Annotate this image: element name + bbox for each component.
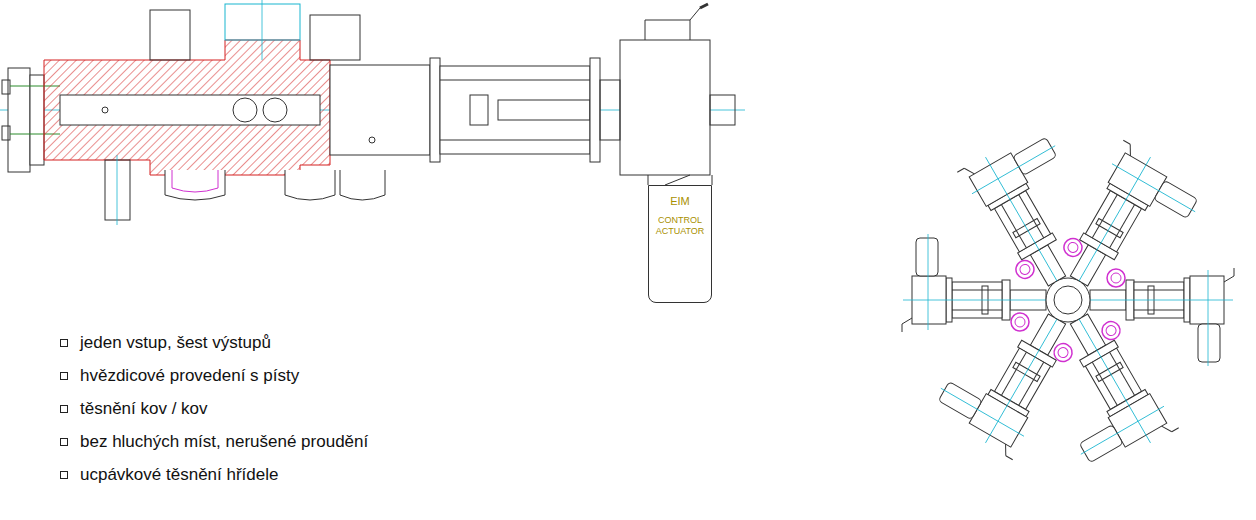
bullet-square xyxy=(60,438,68,446)
feature-bullet: bez hluchých míst, nerušené proudění xyxy=(58,432,368,452)
feature-bullet: hvězdicové provedení s písty xyxy=(58,366,299,386)
feature-text: ucpávkové těsnění hřídele xyxy=(80,465,278,484)
bullet-square xyxy=(60,471,68,479)
feature-bullet: jeden vstup, šest výstupů xyxy=(58,333,271,353)
bullet-square xyxy=(60,339,68,347)
bullet-square xyxy=(60,372,68,380)
feature-text: těsnění kov / kov xyxy=(80,399,208,418)
feature-bullet: ucpávkové těsnění hřídele xyxy=(58,465,278,485)
feature-text: bez hluchých míst, nerušené proudění xyxy=(80,432,368,451)
actuator-body: EIM CONTROL ACTUATOR xyxy=(648,185,712,303)
brand-text: EIM xyxy=(652,196,708,207)
actuator-text: CONTROL ACTUATOR xyxy=(652,215,708,237)
feature-text: jeden vstup, šest výstupů xyxy=(80,333,271,352)
feature-bullet: těsnění kov / kov xyxy=(58,399,208,419)
feature-text: hvězdicové provedení s písty xyxy=(80,366,299,385)
bullet-square xyxy=(60,405,68,413)
